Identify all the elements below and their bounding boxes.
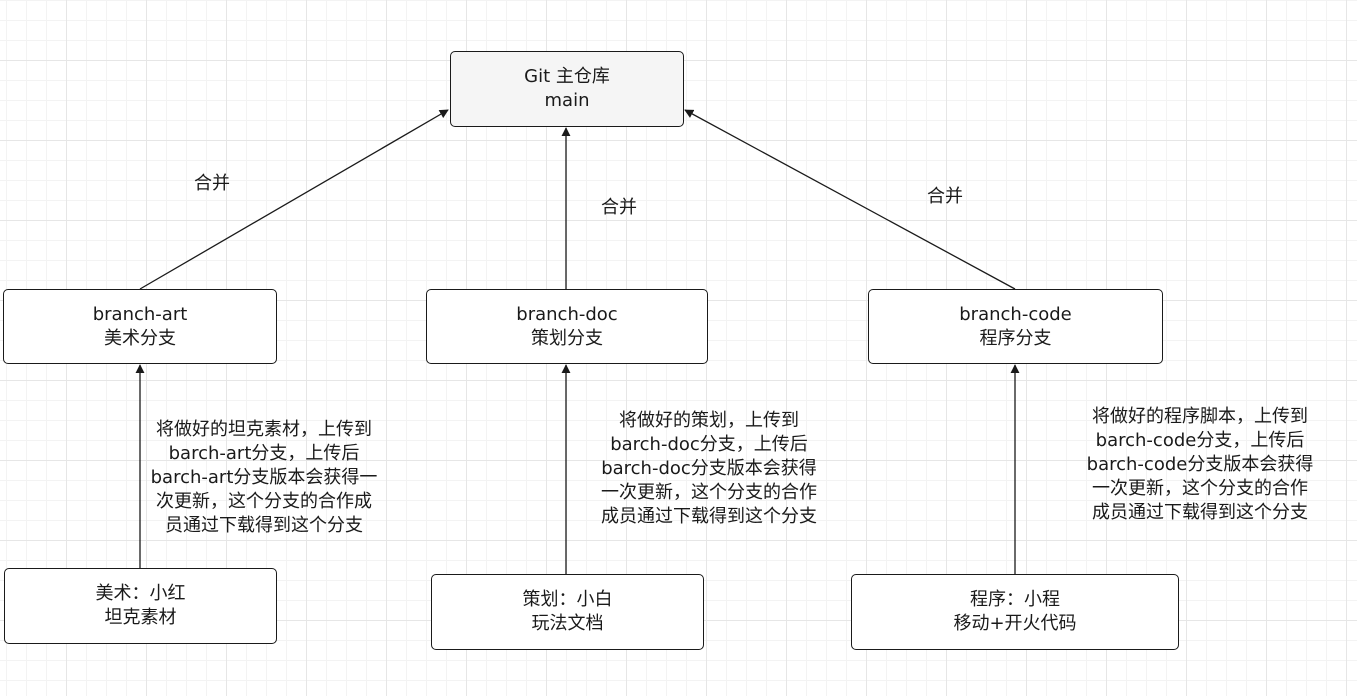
arrow-art-to-main <box>139 109 449 290</box>
node-branch-art-name: branch-art <box>92 303 188 325</box>
edge-label-merge-art: 合并 <box>194 173 230 194</box>
description-code-line: barch-code分支，上传后 <box>1095 430 1305 451</box>
node-member-art-role: 美术：小红 <box>95 583 186 604</box>
edge-label-merge-doc: 合并 <box>601 197 637 218</box>
edge-label-merge-code: 合并 <box>927 186 963 207</box>
node-branch-code[interactable]: branch-code 程序分支 <box>868 289 1163 364</box>
description-art-line: barch-art分支，上传后 <box>168 443 360 464</box>
arrow-code-to-main <box>684 109 1016 290</box>
description-art-line: 员通过下载得到这个分支 <box>165 515 363 536</box>
node-main-repo-branch: main <box>544 90 590 111</box>
node-member-doc-task: 玩法文档 <box>531 613 604 634</box>
description-doc-line: barch-doc分支版本会获得 <box>601 458 817 479</box>
description-art-line: barch-art分支版本会获得一 <box>150 467 378 488</box>
description-doc-line: 一次更新，这个分支的合作 <box>601 482 817 503</box>
description-code: 将做好的程序脚本，上传到 barch-code分支，上传后 barch-code… <box>1068 405 1332 525</box>
node-branch-doc[interactable]: branch-doc 策划分支 <box>426 289 708 364</box>
node-branch-art-desc: 美术分支 <box>104 327 176 349</box>
node-branch-doc-name: branch-doc <box>516 303 618 325</box>
description-code-line: 一次更新，这个分支的合作 <box>1092 478 1308 499</box>
description-code-line: 将做好的程序脚本，上传到 <box>1092 406 1308 427</box>
description-art: 将做好的坦克素材，上传到 barch-art分支，上传后 barch-art分支… <box>134 418 394 538</box>
description-code-line: 成员通过下载得到这个分支 <box>1092 502 1308 523</box>
description-art-line: 将做好的坦克素材，上传到 <box>156 419 372 440</box>
node-main-repo[interactable]: Git 主仓库 main <box>450 51 684 127</box>
node-member-art[interactable]: 美术：小红 坦克素材 <box>4 568 277 644</box>
node-member-code-task: 移动+开火代码 <box>953 613 1077 634</box>
node-branch-doc-desc: 策划分支 <box>531 327 603 349</box>
node-main-repo-title: Git 主仓库 <box>524 66 610 87</box>
node-member-doc-role: 策划：小白 <box>522 589 613 610</box>
node-branch-code-name: branch-code <box>959 303 1072 325</box>
description-doc-line: barch-doc分支，上传后 <box>610 434 808 455</box>
node-member-code-role: 程序：小程 <box>970 589 1060 610</box>
description-code-line: barch-code分支版本会获得 <box>1086 454 1314 475</box>
description-doc-line: 成员通过下载得到这个分支 <box>601 506 817 527</box>
node-member-doc[interactable]: 策划：小白 玩法文档 <box>431 574 704 650</box>
node-branch-art[interactable]: branch-art 美术分支 <box>3 289 277 364</box>
description-doc-line: 将做好的策划，上传到 <box>619 410 799 431</box>
node-branch-code-desc: 程序分支 <box>979 327 1052 349</box>
description-doc: 将做好的策划，上传到 barch-doc分支，上传后 barch-doc分支版本… <box>579 409 839 529</box>
node-member-art-task: 坦克素材 <box>104 607 177 628</box>
node-member-code[interactable]: 程序：小程 移动+开火代码 <box>851 574 1179 650</box>
description-art-line: 次更新，这个分支的合作成 <box>156 491 372 512</box>
